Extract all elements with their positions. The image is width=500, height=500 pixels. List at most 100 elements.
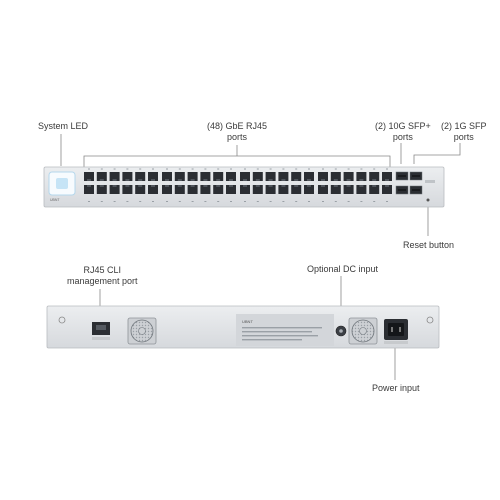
- rj45-port: [96, 185, 107, 194]
- rj45-port: [96, 172, 107, 181]
- rj45-port-latch: [138, 185, 143, 187]
- port-number-mark: [269, 168, 272, 170]
- rj45-port-latch: [255, 179, 260, 181]
- port-number-mark: [204, 201, 207, 202]
- rj45-port: [187, 172, 198, 181]
- ground-screw-right: [426, 316, 434, 324]
- system-led: [56, 178, 68, 189]
- rj45-port-latch: [243, 179, 247, 181]
- rj45-port: [162, 185, 172, 194]
- rj45-port-latch: [138, 179, 143, 181]
- rj45-port-latch: [177, 179, 182, 181]
- rj45-port-latch: [87, 179, 91, 181]
- port-number-mark: [217, 168, 220, 170]
- rj45-port-latch: [281, 179, 286, 181]
- rj45-port: [265, 172, 276, 181]
- rj45-port-latch: [151, 179, 155, 181]
- port-number-mark: [100, 201, 103, 202]
- rj45-port-latch: [165, 179, 169, 181]
- port-number-mark: [126, 201, 129, 202]
- reset-button: [426, 198, 430, 202]
- cli-port-inner: [96, 325, 106, 330]
- port-number-mark: [282, 201, 285, 202]
- rj45-port: [84, 172, 94, 181]
- rj45-port: [226, 172, 236, 181]
- rj45-port-latch: [99, 179, 104, 181]
- reset-button-label: Reset button: [403, 240, 455, 250]
- rj45-port: [382, 172, 392, 181]
- port-number-mark: [360, 201, 363, 202]
- port-number-mark: [152, 168, 154, 170]
- rj45-port: [291, 185, 302, 194]
- port-number-mark: [360, 168, 363, 170]
- port-number-mark: [269, 201, 272, 202]
- port-number-mark: [256, 168, 259, 170]
- port-number-mark: [334, 201, 337, 202]
- rj45-ports-bracket: [83, 155, 391, 167]
- rj45-port-latch: [216, 185, 221, 187]
- port-number-mark: [347, 201, 350, 202]
- rj45-port: [122, 185, 133, 194]
- rj45-port: [265, 185, 276, 194]
- port-number-mark: [322, 201, 324, 202]
- rj45-port: [148, 185, 158, 194]
- sfp-plus-cage-slot: [398, 189, 406, 191]
- port-number-mark: [308, 168, 310, 170]
- rj45-port: [318, 185, 328, 194]
- rj45-port-latch: [165, 185, 169, 187]
- rj45-port: [109, 185, 120, 194]
- sfp-ports-label: (2) 1G SFP ports: [441, 121, 487, 142]
- port-number-mark: [282, 168, 285, 170]
- rj45-port-latch: [372, 179, 377, 181]
- rj45-port-latch: [385, 179, 389, 181]
- rj45-port: [369, 172, 380, 181]
- optional-dc-label: Optional DC input: [307, 264, 379, 274]
- regulatory-label: [236, 314, 334, 346]
- rj45-port: [135, 172, 146, 181]
- rj45-port: [226, 185, 236, 194]
- port-number-mark: [244, 168, 246, 170]
- port-number-mark: [204, 168, 207, 170]
- port-number-mark: [126, 168, 129, 170]
- rj45-port: [109, 172, 120, 181]
- port-number-mark: [347, 168, 350, 170]
- rj45-port: [278, 172, 289, 181]
- rj45-port-latch: [346, 179, 351, 181]
- rj45-port: [343, 185, 354, 194]
- rj45-port: [356, 172, 367, 181]
- rj45-port-latch: [216, 179, 221, 181]
- port-number-mark: [166, 168, 168, 170]
- status-strip: [425, 180, 435, 183]
- rj45-port: [84, 185, 94, 194]
- sfp-plus-cage-slot: [398, 175, 406, 177]
- rj45-port: [356, 185, 367, 194]
- rj45-port-latch: [112, 179, 117, 181]
- rj45-port-latch: [125, 179, 130, 181]
- rj45-port: [330, 185, 341, 194]
- power-input-label: Power input: [372, 383, 420, 393]
- rj45-port-latch: [307, 185, 311, 187]
- rj45-port-latch: [321, 179, 325, 181]
- sfp-cage-slot: [412, 175, 420, 177]
- port-number-mark: [230, 201, 232, 202]
- rj45-port-latch: [372, 185, 377, 187]
- rj45-port-latch: [281, 185, 286, 187]
- sfp-port-block: [395, 171, 435, 195]
- rj45-port: [174, 185, 185, 194]
- port-number-mark: [139, 168, 142, 170]
- rj45-port-latch: [177, 185, 182, 187]
- rj45-port: [213, 172, 224, 181]
- rj45-port: [304, 172, 314, 181]
- system-led-label: System LED: [38, 121, 89, 131]
- rj45-port-latch: [125, 185, 130, 187]
- port-number-mark: [113, 168, 116, 170]
- port-number-mark: [178, 168, 181, 170]
- rj45-port-latch: [255, 185, 260, 187]
- port-number-mark: [100, 168, 103, 170]
- rj45-port: [304, 185, 314, 194]
- rj45-port-latch: [229, 179, 233, 181]
- rear-panel: UBNT: [46, 305, 440, 349]
- rj45-port-latch: [307, 179, 311, 181]
- port-number-mark: [322, 168, 324, 170]
